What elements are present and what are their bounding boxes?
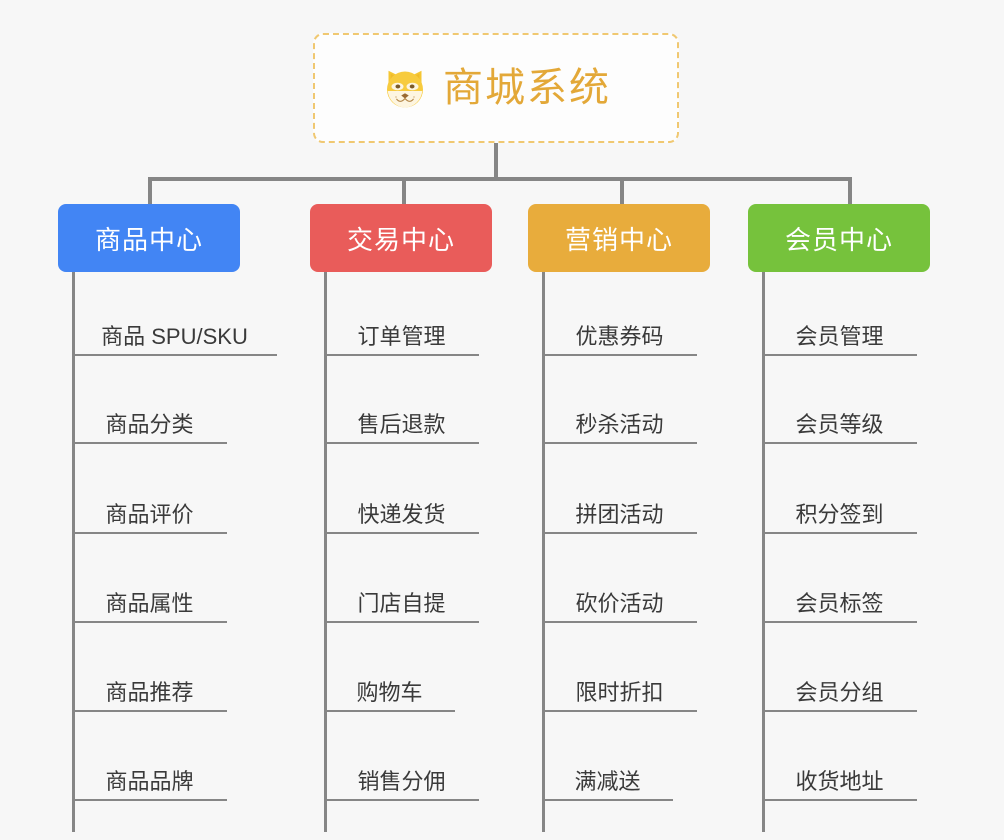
leaf-label: 满减送 bbox=[574, 768, 641, 794]
leaf-item[interactable]: 收货地址 bbox=[762, 757, 917, 801]
leaf-label: 购物车 bbox=[356, 679, 423, 705]
leaf-label: 商品推荐 bbox=[105, 679, 194, 705]
branch-spine-2 bbox=[324, 272, 327, 832]
leaf-label: 商品品牌 bbox=[105, 768, 194, 794]
category-header-1[interactable]: 商品中心 bbox=[58, 204, 240, 272]
category-header-2[interactable]: 交易中心 bbox=[310, 204, 492, 272]
leaf-label: 会员标签 bbox=[795, 590, 884, 616]
leaf-item[interactable]: 会员标签 bbox=[762, 579, 917, 623]
leaf-item[interactable]: 售后退款 bbox=[324, 400, 479, 444]
leaf-label: 快递发货 bbox=[357, 501, 446, 527]
leaf-label: 商品评价 bbox=[105, 501, 194, 527]
leaf-label: 售后退款 bbox=[357, 411, 446, 437]
leaf-label: 销售分佣 bbox=[357, 768, 446, 794]
leaf-label: 商品属性 bbox=[105, 590, 194, 616]
leaf-label: 砍价活动 bbox=[575, 590, 664, 616]
leaf-label: 拼团活动 bbox=[575, 501, 664, 527]
category-header-4[interactable]: 会员中心 bbox=[748, 204, 930, 272]
branch-spine-3 bbox=[542, 272, 545, 832]
leaf-label: 优惠券码 bbox=[575, 323, 664, 349]
leaf-item[interactable]: 会员管理 bbox=[762, 312, 917, 356]
leaf-item[interactable]: 秒杀活动 bbox=[542, 400, 697, 444]
leaf-label: 秒杀活动 bbox=[575, 411, 664, 437]
leaf-label: 订单管理 bbox=[357, 323, 446, 349]
category-label-4: 会员中心 bbox=[784, 224, 893, 255]
leaf-item[interactable]: 快递发货 bbox=[324, 490, 479, 534]
leaf-item[interactable]: 会员分组 bbox=[762, 668, 917, 712]
connector-drop-1 bbox=[148, 177, 152, 206]
category-label-2: 交易中心 bbox=[346, 224, 455, 255]
leaf-label: 积分签到 bbox=[795, 501, 884, 527]
leaf-item[interactable]: 订单管理 bbox=[324, 312, 479, 356]
leaf-item[interactable]: 商品 SPU/SKU bbox=[72, 312, 277, 356]
leaf-item[interactable]: 门店自提 bbox=[324, 579, 479, 623]
leaf-item[interactable]: 会员等级 bbox=[762, 400, 917, 444]
leaf-item[interactable]: 满减送 bbox=[542, 757, 673, 801]
connector-drop-2 bbox=[402, 177, 406, 206]
leaf-item[interactable]: 商品评价 bbox=[72, 490, 227, 534]
root-stem-line bbox=[494, 143, 498, 180]
leaf-item[interactable]: 商品分类 bbox=[72, 400, 227, 444]
category-header-3[interactable]: 营销中心 bbox=[528, 204, 710, 272]
dog-face-icon bbox=[381, 64, 429, 112]
leaf-label: 会员等级 bbox=[795, 411, 884, 437]
branch-spine-1 bbox=[72, 272, 75, 832]
leaf-item[interactable]: 销售分佣 bbox=[324, 757, 479, 801]
leaf-item[interactable]: 限时折扣 bbox=[542, 668, 697, 712]
leaf-item[interactable]: 优惠券码 bbox=[542, 312, 697, 356]
connector-drop-3 bbox=[620, 177, 624, 206]
root-node[interactable]: 商城系统 bbox=[313, 33, 679, 143]
connector-bus-line bbox=[150, 177, 850, 181]
leaf-label: 商品 SPU/SKU bbox=[101, 323, 248, 349]
leaf-label: 门店自提 bbox=[357, 590, 446, 616]
leaf-label: 会员管理 bbox=[795, 323, 884, 349]
leaf-item[interactable]: 购物车 bbox=[324, 668, 455, 712]
leaf-label: 收货地址 bbox=[795, 768, 884, 794]
leaf-label: 商品分类 bbox=[105, 411, 194, 437]
leaf-label: 会员分组 bbox=[795, 679, 884, 705]
connector-drop-4 bbox=[848, 177, 852, 206]
category-label-1: 商品中心 bbox=[94, 224, 203, 255]
leaf-item[interactable]: 商品品牌 bbox=[72, 757, 227, 801]
leaf-item[interactable]: 积分签到 bbox=[762, 490, 917, 534]
leaf-item[interactable]: 商品推荐 bbox=[72, 668, 227, 712]
leaf-item[interactable]: 拼团活动 bbox=[542, 490, 697, 534]
leaf-label: 限时折扣 bbox=[575, 679, 664, 705]
category-label-3: 营销中心 bbox=[564, 224, 673, 255]
leaf-item[interactable]: 商品属性 bbox=[72, 579, 227, 623]
root-title: 商城系统 bbox=[443, 66, 611, 110]
branch-spine-4 bbox=[762, 272, 765, 832]
leaf-item[interactable]: 砍价活动 bbox=[542, 579, 697, 623]
